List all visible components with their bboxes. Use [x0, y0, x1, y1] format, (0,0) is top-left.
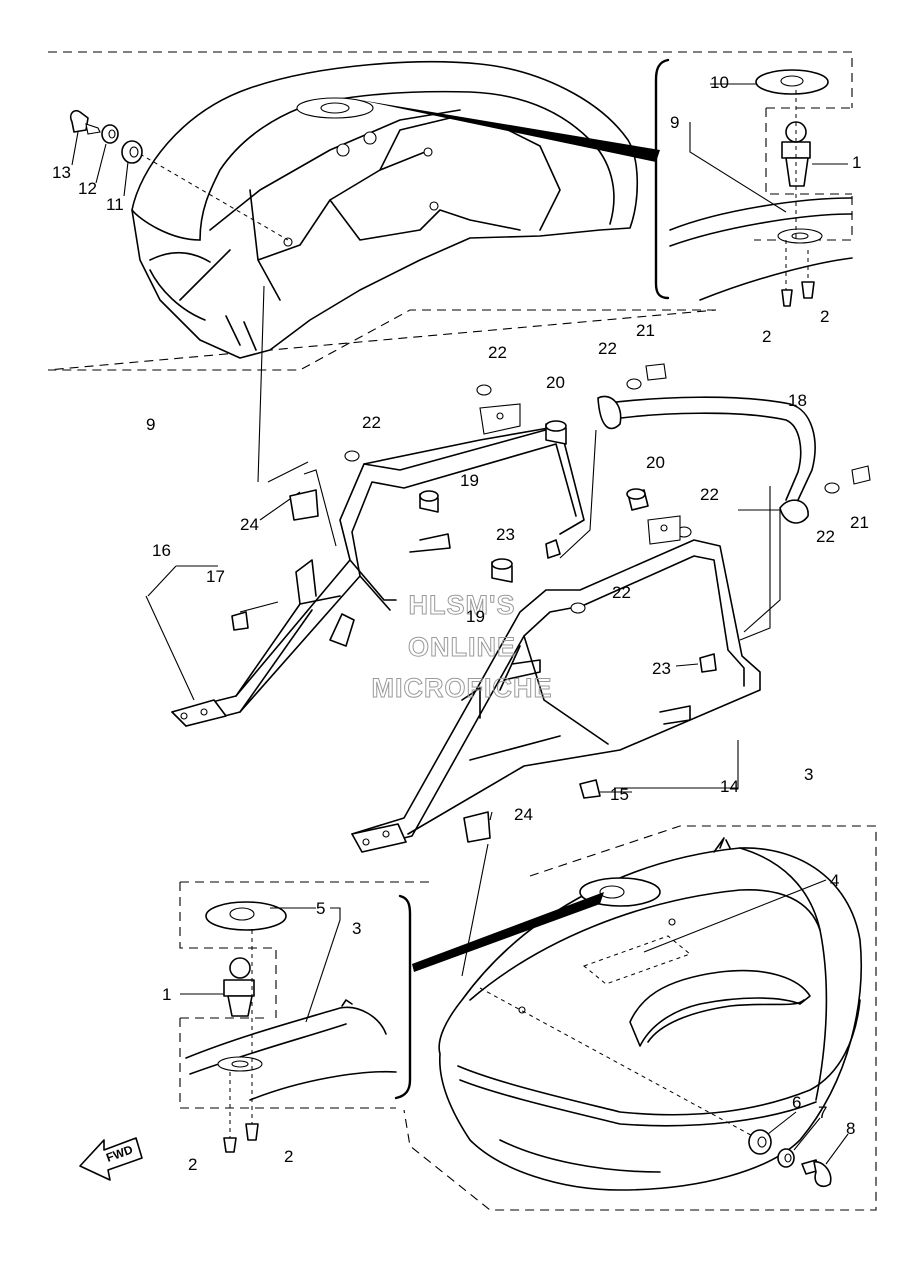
callout-22-b: 22 — [598, 339, 617, 358]
part-6-grommet — [748, 1129, 772, 1155]
callout-9-left: 9 — [146, 415, 155, 434]
callout-24-b: 24 — [514, 805, 533, 824]
callout-2-top-a: 2 — [762, 327, 771, 346]
callout-23-a: 23 — [496, 525, 515, 544]
part-7-collar — [777, 1148, 795, 1168]
callout-23-b: 23 — [652, 659, 671, 678]
callout-22-c: 22 — [362, 413, 381, 432]
callout-13: 13 — [52, 163, 71, 182]
callout-7: 7 — [818, 1103, 827, 1122]
callout-4: 4 — [830, 871, 839, 890]
callout-17: 17 — [206, 567, 225, 586]
part-19-bushing-b — [491, 558, 513, 583]
callout-14: 14 — [720, 777, 739, 796]
callout-19-b: 19 — [466, 607, 485, 626]
part-19-bushing-a — [419, 490, 439, 513]
callout-19-a: 19 — [460, 471, 479, 490]
callout-5: 5 — [316, 899, 325, 918]
lower-saddlebag-assembly — [179, 825, 877, 1211]
upper-saddlebag-assembly — [47, 51, 853, 371]
part-20-bushing-b — [626, 488, 649, 511]
callout-3-right: 3 — [804, 765, 813, 784]
callout-labels: 10 9 1 2 2 13 12 11 9 22 22 21 20 18 22 … — [52, 73, 869, 1174]
callout-8: 8 — [846, 1119, 855, 1138]
callout-21-a: 21 — [636, 321, 655, 340]
part-20-bushing-a — [545, 420, 567, 445]
callout-21-b: 21 — [850, 513, 869, 532]
watermark-line2: ONLINE — [408, 632, 516, 662]
part-13-hook — [69, 109, 101, 135]
watermark: HLSM'S ONLINE MICROFICHE — [371, 590, 553, 704]
part-2-screws-bottom — [223, 1123, 259, 1153]
callout-22-a: 22 — [488, 343, 507, 362]
part-12-collar — [101, 124, 119, 144]
callout-9-inset: 9 — [670, 113, 679, 132]
callout-1-bottom: 1 — [162, 985, 171, 1004]
callout-2-top-b: 2 — [820, 307, 829, 326]
callout-20-a: 20 — [546, 373, 565, 392]
callout-12: 12 — [78, 179, 97, 198]
callout-6: 6 — [792, 1093, 801, 1112]
callout-22-e: 22 — [816, 527, 835, 546]
part-11-grommet — [121, 140, 143, 164]
callout-2-bottom-a: 2 — [188, 1155, 197, 1174]
part-2-screws-top — [781, 281, 815, 307]
part-8-hook — [801, 1159, 832, 1188]
callout-22-d: 22 — [700, 485, 719, 504]
callout-11: 11 — [106, 195, 124, 214]
callout-24-a: 24 — [240, 515, 259, 534]
watermark-line3: MICROFICHE — [372, 673, 553, 703]
callout-22-f: 22 — [612, 583, 631, 602]
frame-assembly — [145, 285, 871, 977]
callout-1-top: 1 — [852, 153, 861, 172]
part-1-lock-bottom — [223, 957, 255, 1017]
callout-18: 18 — [788, 391, 807, 410]
callout-20-b: 20 — [646, 453, 665, 472]
callout-15: 15 — [610, 785, 629, 804]
callout-2-bottom-b: 2 — [284, 1147, 293, 1166]
callout-3-inset: 3 — [352, 919, 361, 938]
callout-10: 10 — [710, 73, 729, 92]
watermark-line1: HLSM'S — [409, 590, 516, 620]
callout-16: 16 — [152, 541, 171, 560]
forward-direction-arrow: FWD — [79, 1137, 143, 1181]
